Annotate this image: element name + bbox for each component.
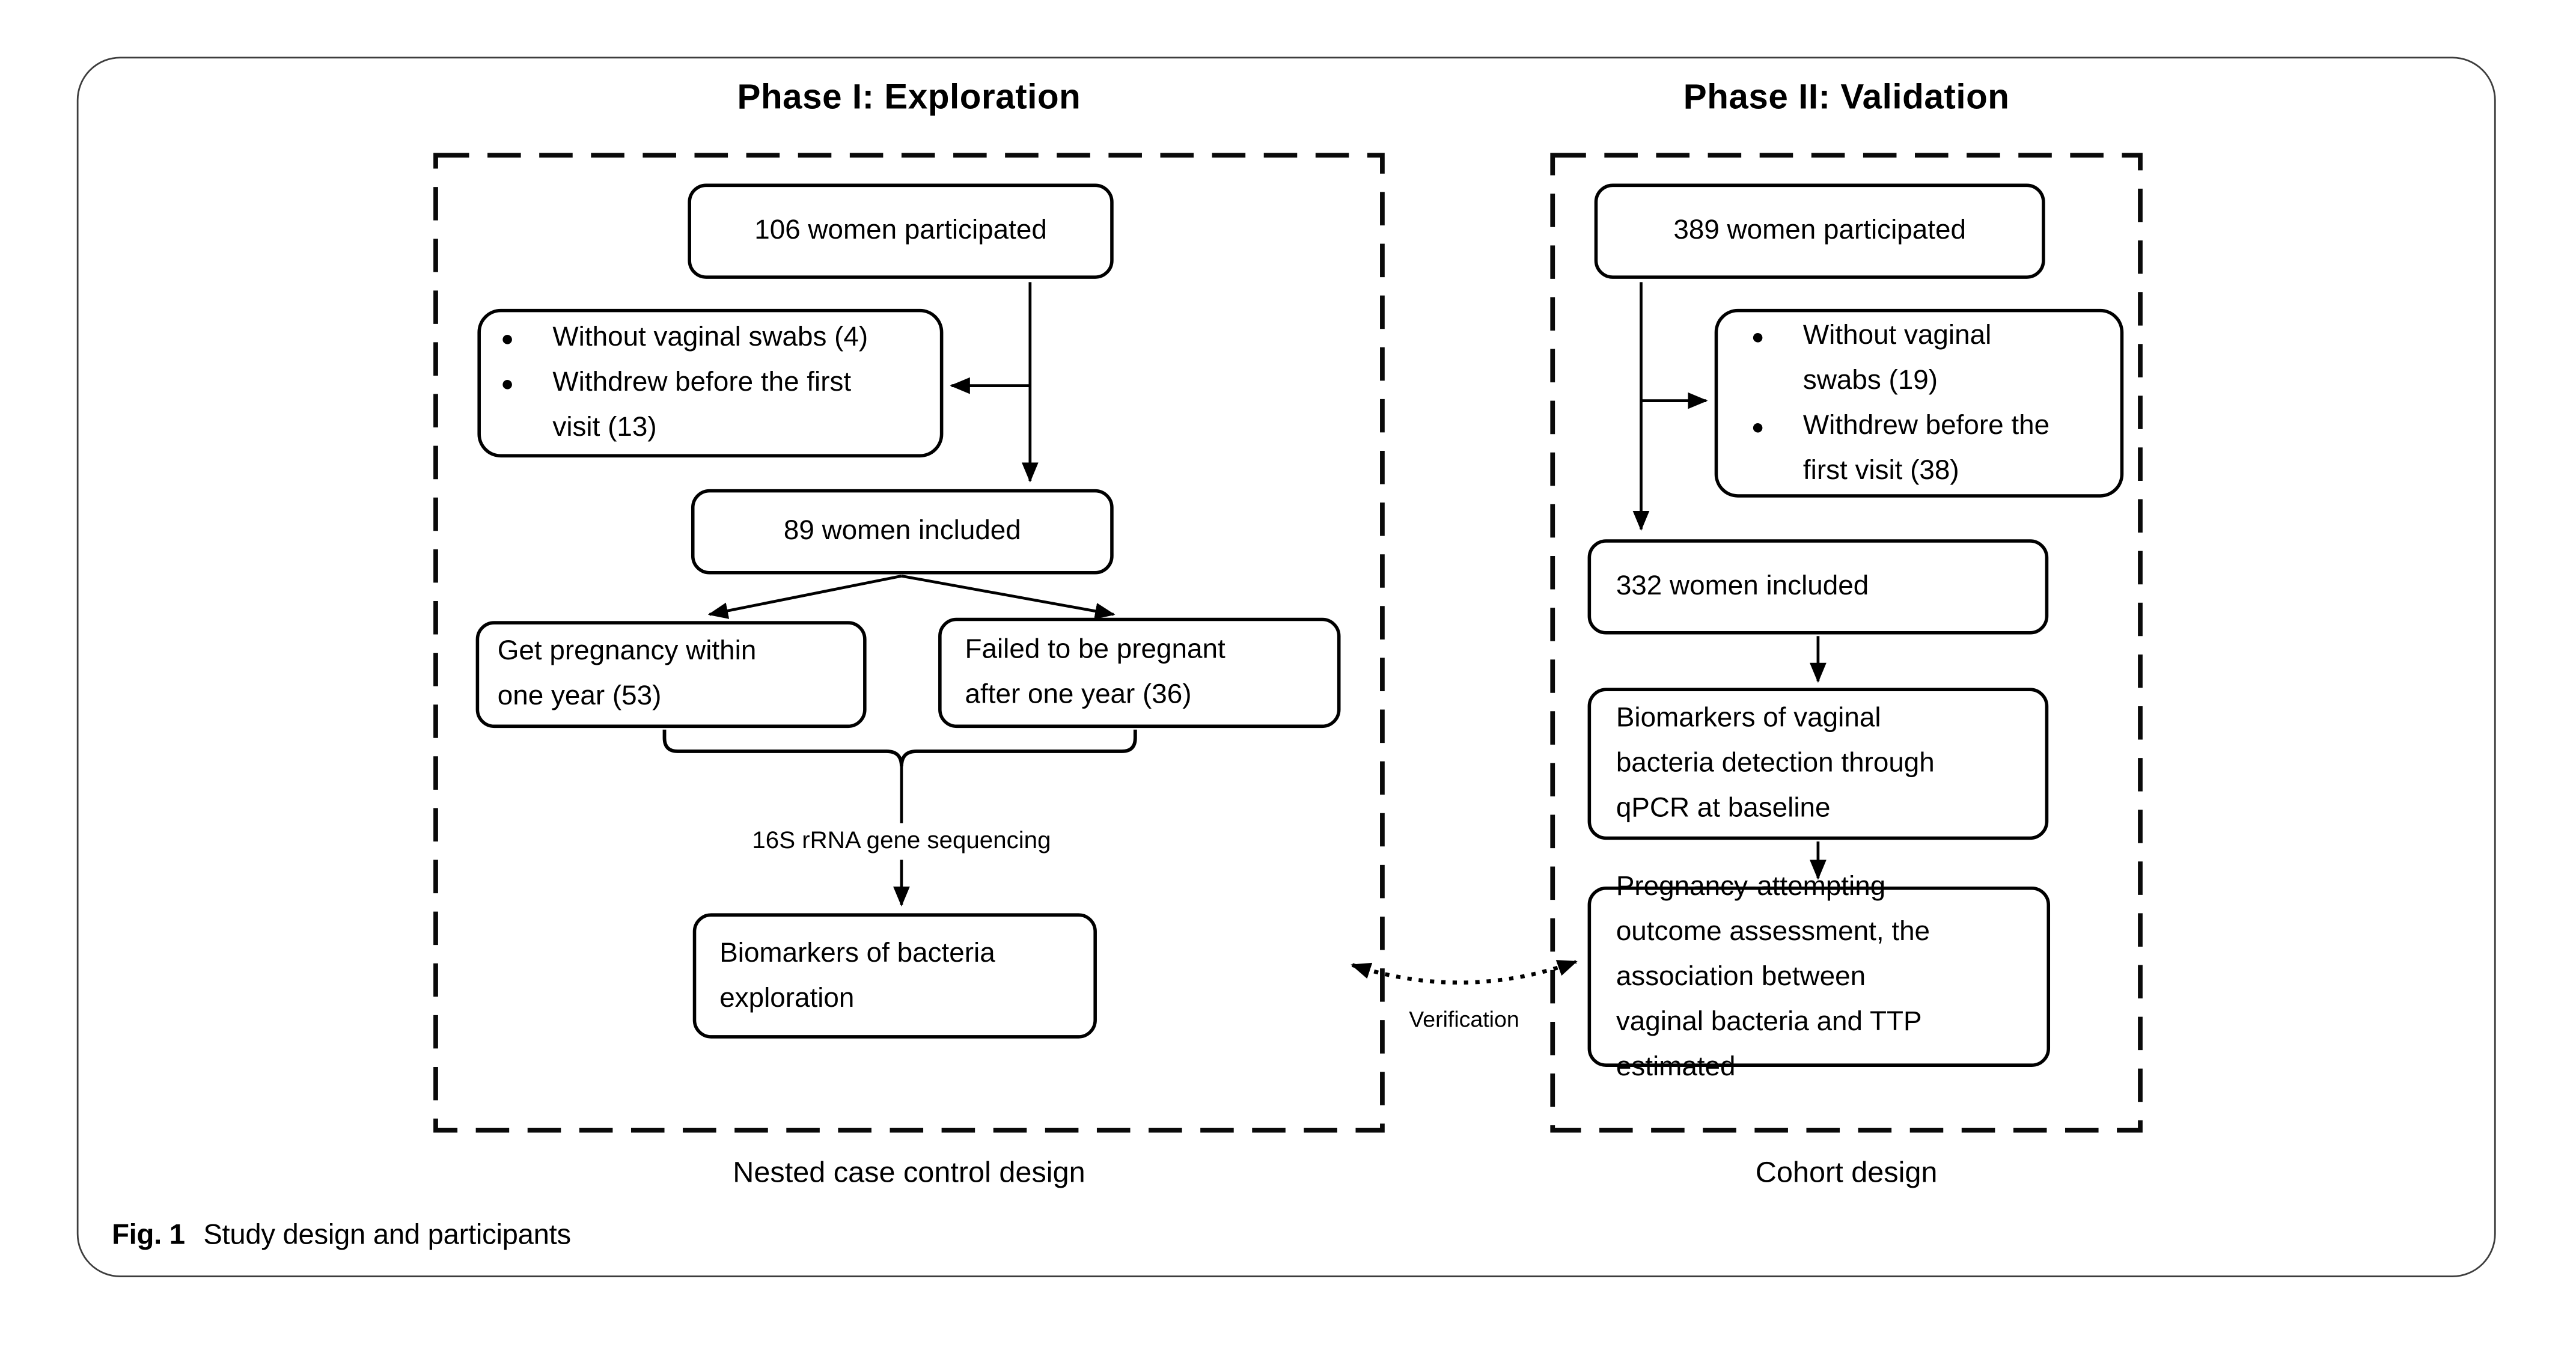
arrow-included-to-not-pregnant xyxy=(901,574,1116,620)
figure-caption-label: Fig. 1 xyxy=(112,1218,185,1251)
box-outcome-text: Pregnancy-attempting outcome assessment,… xyxy=(1616,870,1930,1081)
bullet-icon: ● xyxy=(501,370,514,396)
list-item: ● Withdrew before the first visit (13) xyxy=(501,361,940,451)
arrow-included-to-pregnant xyxy=(707,574,902,619)
verification-label: Verification xyxy=(1409,1006,1519,1032)
list-item: ● Without vaginal swabs (19) xyxy=(1751,313,2120,403)
merge-bracket xyxy=(662,729,1137,767)
excluded-list-phase2: ● Without vaginal swabs (19) ● Withdrew … xyxy=(1751,313,2120,493)
box-detection: Biomarkers of vaginal bacteria detection… xyxy=(1587,688,2049,840)
bullet-icon: ● xyxy=(501,325,514,351)
box-participated-phase1-text: 106 women participated xyxy=(754,215,1047,246)
excluded-list-phase1: ● Without vaginal swabs (4) ● Withdrew b… xyxy=(501,316,940,451)
phase1-title: Phase I: Exploration xyxy=(737,78,1081,117)
box-biomarkers-exploration: Biomarkers of bacteria exploration xyxy=(692,913,1097,1039)
figure-border xyxy=(76,56,2496,1277)
box-included-phase2: 332 women included xyxy=(1587,539,2049,635)
excluded-item-text: Without vaginal swabs (19) xyxy=(1802,319,1992,395)
box-participated-phase2: 389 women participated xyxy=(1594,183,2045,279)
box-included-phase2-text: 332 women included xyxy=(1616,570,1869,601)
box-excluded-phase2: ● Without vaginal swabs (19) ● Withdrew … xyxy=(1714,308,2124,498)
box-biomarkers-exploration-text: Biomarkers of bacteria exploration xyxy=(719,937,995,1013)
excluded-item-text: Withdrew before the first visit (38) xyxy=(1802,409,2050,485)
bullet-icon: ● xyxy=(1751,413,1765,439)
box-not-pregnant: Failed to be pregnant after one year (36… xyxy=(938,617,1341,728)
box-pregnant: Get pregnancy within one year (53) xyxy=(475,621,867,728)
box-not-pregnant-text: Failed to be pregnant after one year (36… xyxy=(965,634,1225,710)
box-outcome: Pregnancy-attempting outcome assessment,… xyxy=(1587,871,2051,1081)
box-included-phase1-text: 89 women included xyxy=(783,516,1021,546)
bullet-icon: ● xyxy=(1751,323,1765,349)
list-item: ● Withdrew before the first visit (38) xyxy=(1751,403,2120,493)
phase2-design-label: Cohort design xyxy=(1755,1155,1938,1189)
list-item: ● Without vaginal swabs (4) xyxy=(501,316,940,361)
box-participated-phase2-text: 389 women participated xyxy=(1673,215,1967,246)
box-pregnant-text: Get pregnancy within one year (53) xyxy=(497,636,757,712)
phase1-dashed-panel xyxy=(433,153,1385,1133)
excluded-item-text: Withdrew before the first visit (13) xyxy=(552,367,852,443)
excluded-item-text: Without vaginal swabs (4) xyxy=(552,322,868,353)
figure-caption: Fig. 1 Study design and participants xyxy=(112,1219,571,1253)
box-detection-text: Biomarkers of vaginal bacteria detection… xyxy=(1616,703,1935,823)
phase2-title: Phase II: Validation xyxy=(1683,78,2010,117)
verification-double-arrow xyxy=(1351,959,1578,985)
figure-caption-text: Study design and participants xyxy=(203,1218,571,1251)
sequencing-label: 16S rRNA gene sequencing xyxy=(668,823,1135,860)
box-participated-phase1: 106 women participated xyxy=(688,183,1114,279)
box-excluded-phase1: ● Without vaginal swabs (4) ● Withdrew b… xyxy=(477,308,944,458)
phase1-design-label: Nested case control design xyxy=(733,1155,1085,1189)
box-included-phase1: 89 women included xyxy=(691,489,1114,575)
